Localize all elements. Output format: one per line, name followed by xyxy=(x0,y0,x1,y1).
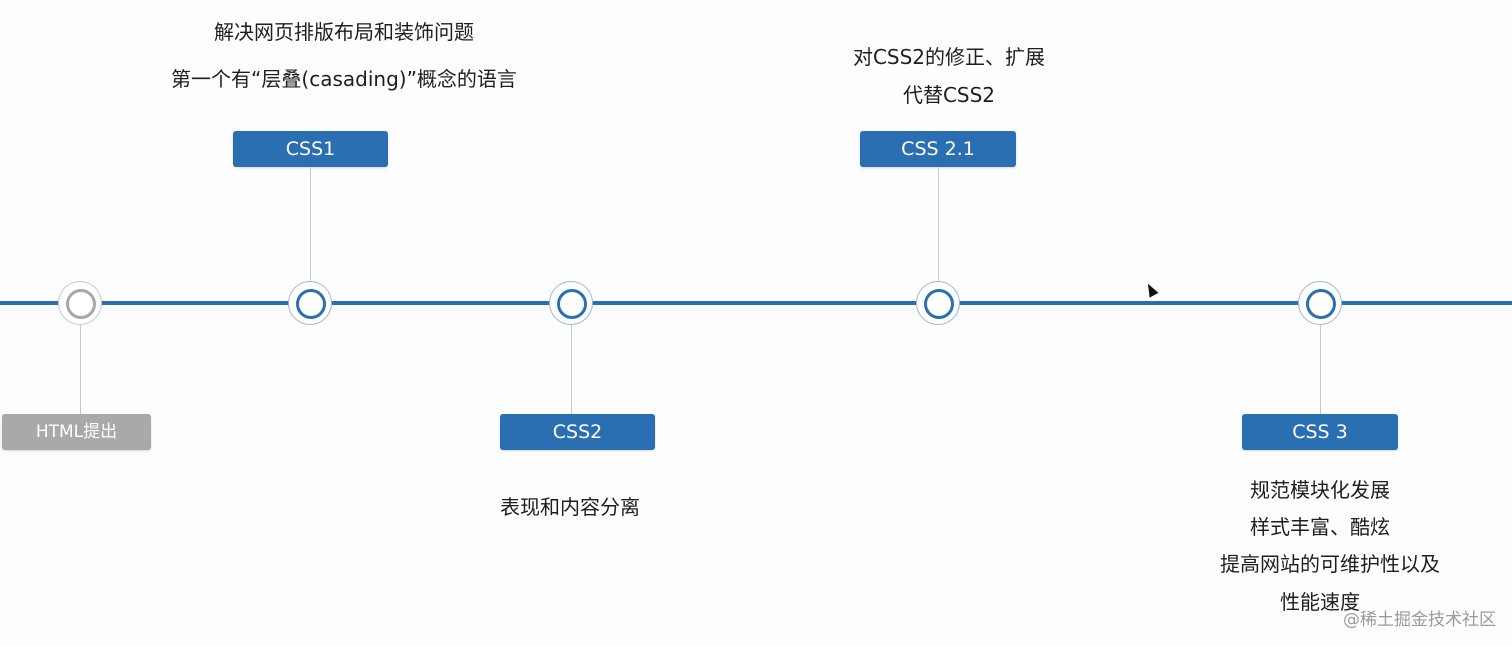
connector-css1 xyxy=(310,167,311,281)
connector-html xyxy=(80,325,81,414)
node-ring-icon xyxy=(66,289,96,319)
node-ring-icon xyxy=(924,289,954,319)
node-ring-icon xyxy=(296,289,326,319)
milestone-label-css3: CSS 3 xyxy=(1242,414,1398,450)
timeline-node-css3 xyxy=(1298,281,1342,325)
css1-description-1: 解决网页排版布局和装饰问题 xyxy=(214,20,474,44)
css3-description-4: 性能速度 xyxy=(1280,590,1360,614)
css3-description-1: 规范模块化发展 xyxy=(1250,478,1390,502)
mouse-cursor-icon xyxy=(1143,281,1159,298)
connector-css2 xyxy=(571,325,572,414)
timeline-node-html xyxy=(58,281,102,325)
connector-css3 xyxy=(1320,325,1321,414)
css3-description-2: 样式丰富、酷炫 xyxy=(1250,515,1390,539)
timeline-node-css21 xyxy=(916,281,960,325)
connector-css21 xyxy=(938,167,939,281)
timeline-line xyxy=(0,301,1512,305)
milestone-label-css2: CSS2 xyxy=(500,414,655,450)
milestone-label-css21: CSS 2.1 xyxy=(860,131,1016,167)
node-ring-icon xyxy=(1306,289,1336,319)
css3-description-3: 提高网站的可维护性以及 xyxy=(1220,552,1440,576)
timeline-node-css1 xyxy=(288,281,332,325)
milestone-label-html: HTML提出 xyxy=(2,414,151,450)
milestone-label-css1: CSS1 xyxy=(233,131,388,167)
css21-description-2: 代替CSS2 xyxy=(902,83,996,107)
css1-description-2: 第一个有“层叠(casading)”概念的语言 xyxy=(171,67,517,91)
watermark: @稀土掘金技术社区 xyxy=(1343,610,1496,630)
css2-description-1: 表现和内容分离 xyxy=(500,495,640,519)
node-ring-icon xyxy=(557,289,587,319)
timeline-node-css2 xyxy=(549,281,593,325)
css21-description-1: 对CSS2的修正、扩展 xyxy=(852,45,1046,69)
